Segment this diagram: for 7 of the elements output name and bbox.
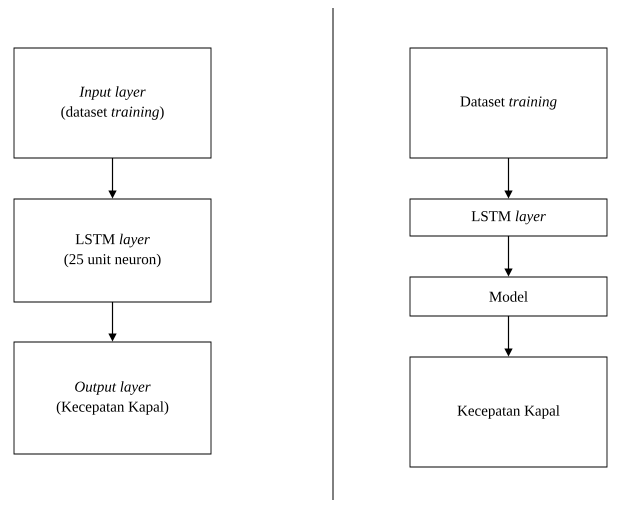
process-box: Kecepatan Kapal [410,356,608,468]
process-box: Input layer (dataset training) [14,48,212,158]
process-box: Dataset training [410,48,608,158]
process-box: Output layer (Kecepatan Kapal) [14,342,212,454]
process-box: Model [410,276,608,316]
process-box: LSTM layer [410,198,608,236]
process-box: LSTM layer (25 unit neuron) [14,198,212,302]
